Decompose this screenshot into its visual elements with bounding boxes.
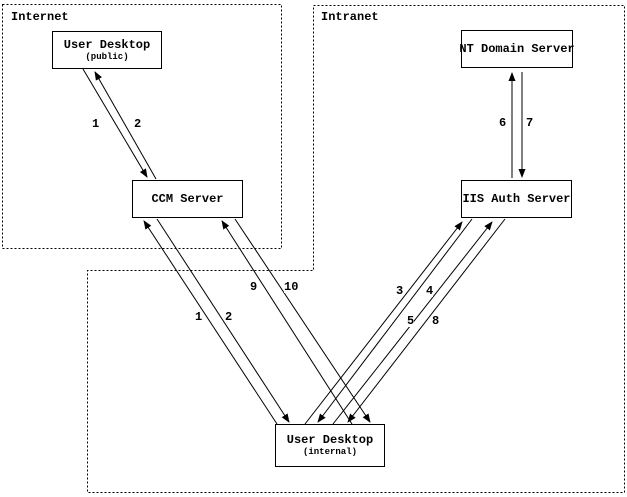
arrow-label-ccm-internal-2: 2 — [225, 310, 233, 324]
node-user-desktop-internal-title: User Desktop — [286, 433, 374, 447]
arrow-label-iis-internal-4: 4 — [426, 284, 434, 298]
internet-zone-border — [2, 4, 282, 249]
arrow-label-iis-internal-8: 8 — [432, 314, 440, 328]
node-nt-domain-server-title: NT Domain Server — [459, 41, 575, 56]
arrow-public-to-ccm-1 — [82, 68, 148, 178]
arrow-iis-to-internal-8 — [347, 218, 506, 423]
arrow-label-nt-iis-6: 6 — [499, 116, 507, 130]
arrow-label-iis-internal-5: 5 — [407, 314, 415, 328]
node-user-desktop-public-qualifier: (public) — [85, 51, 129, 62]
node-user-desktop-internal: User Desktop (internal) — [275, 424, 385, 467]
arrow-internal-to-ccm-1 — [143, 220, 278, 425]
node-user-desktop-public-title: User Desktop — [63, 37, 151, 52]
arrow-iis-to-internal-4 — [317, 218, 473, 423]
arrow-label-nt-iis-7: 7 — [526, 116, 534, 130]
node-user-desktop-internal-qualifier: (internal) — [302, 447, 357, 457]
node-nt-domain-server: NT Domain Server — [459, 30, 575, 68]
arrow-label-ccm-internal-1: 1 — [195, 310, 203, 324]
arrow-ccm-to-internal-2 — [156, 218, 290, 423]
node-user-desktop-public: User Desktop (public) — [52, 31, 162, 69]
arrow-internal-to-ccm-9 — [221, 220, 353, 425]
arrow-label-ccm-internal-9: 9 — [250, 280, 258, 294]
arrow-internal-to-iis-3 — [304, 221, 463, 425]
node-iis-auth-server: IIS Auth Server — [461, 180, 572, 218]
node-iis-auth-server-title: IIS Auth Server — [462, 191, 571, 206]
arrow-label-ccm-internal-10: 10 — [284, 280, 299, 294]
internet-zone-label: Internet — [11, 10, 69, 24]
node-ccm-server-title: CCM Server — [151, 191, 224, 206]
node-ccm-server: CCM Server — [132, 180, 243, 218]
arrow-label-public-ccm-2: 2 — [134, 117, 142, 131]
arrow-ccm-to-internal-10 — [234, 218, 371, 423]
intranet-zone-label: Intranet — [321, 10, 379, 24]
arrow-label-iis-internal-3: 3 — [396, 284, 404, 298]
arrow-ccm-to-public-2 — [94, 71, 157, 180]
arrow-label-public-ccm-1: 1 — [92, 117, 100, 131]
